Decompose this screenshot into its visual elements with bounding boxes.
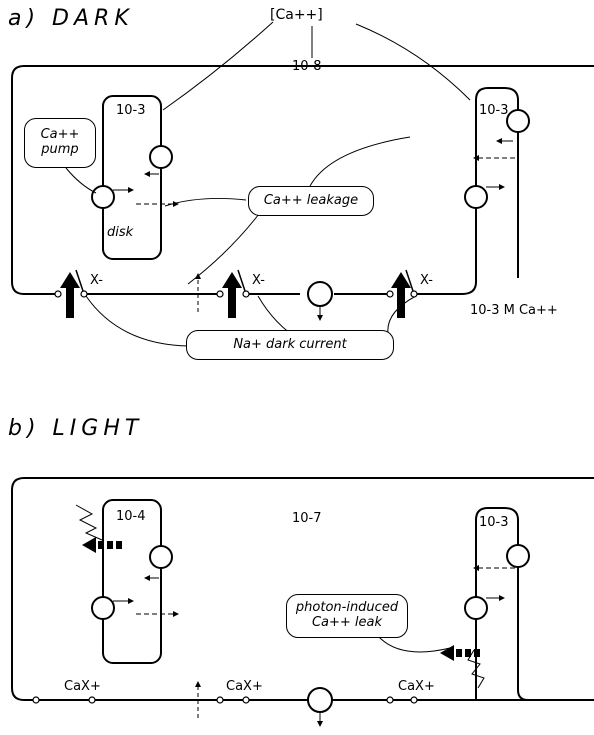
photon-leak-arrows	[82, 537, 480, 661]
photon-leak-box: photon-induced Ca++ leak	[286, 594, 408, 638]
ca-bracket-label: [Ca++]	[270, 8, 323, 22]
bound-label-3: CaX+	[398, 680, 435, 693]
ca-leakage-box: Ca++ leakage	[248, 186, 374, 216]
conc-outside-a: 10-3 M Ca++	[470, 304, 558, 317]
conc-disk-b: 10-4	[116, 510, 146, 523]
disk-pump-circle-lower	[92, 186, 114, 208]
panel-b-title: b) LIGHT	[8, 418, 143, 440]
bound-label-1: CaX+	[64, 680, 101, 693]
anion-label-3: X-	[420, 274, 433, 287]
disk-b	[103, 500, 161, 663]
conc-cytoplasm-a: 10-8	[292, 60, 322, 73]
plasma-membrane-a	[12, 66, 594, 294]
na-dark-current-box: Na+ dark current	[186, 330, 394, 360]
anion-label-2: X-	[252, 274, 265, 287]
photon-leak-label: photon-induced Ca++ leak	[292, 601, 402, 631]
membrane-pump-circle-right-lower	[465, 186, 487, 208]
ca-pump-box: Ca++ pump	[24, 118, 96, 168]
plasma-membrane-b-right-fold	[476, 508, 594, 700]
ca-leakage-label: Ca++ leakage	[264, 194, 358, 209]
ca-pump-label: Ca++ pump	[36, 128, 84, 158]
disk-pump-circle-upper	[150, 146, 172, 168]
panel-a-title: a) DARK	[8, 8, 134, 30]
membrane-pump-circle-bottom	[308, 282, 332, 306]
conc-cytoplasm-b: 10-7	[292, 512, 322, 525]
disk-label: disk	[107, 226, 133, 239]
conc-disk-a: 10-3	[116, 104, 146, 117]
bound-label-2: CaX+	[226, 680, 263, 693]
conc-extracellular-b: 10-3	[479, 516, 509, 529]
membrane-pump-circle-right-upper	[507, 110, 529, 132]
conc-extracellular-a: 10-3	[479, 104, 509, 117]
na-dark-current-label: Na+ dark current	[233, 338, 346, 353]
anion-label-1: X-	[90, 274, 103, 287]
